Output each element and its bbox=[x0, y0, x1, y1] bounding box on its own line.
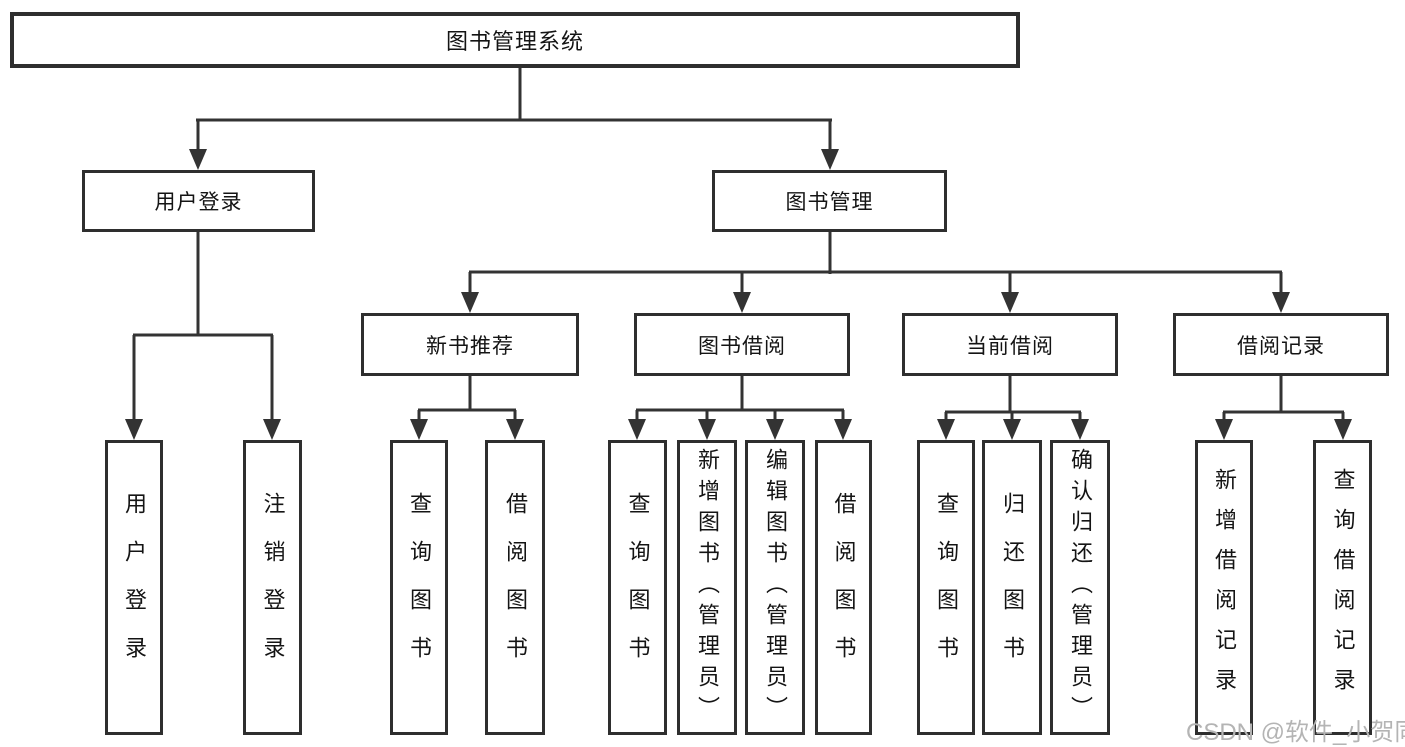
leaf-label: 归还图书 bbox=[1000, 491, 1025, 684]
leaf-logout-login: 注销登录 bbox=[243, 440, 302, 735]
leaf-label: 查询图书 bbox=[934, 491, 959, 684]
arrow-down bbox=[461, 292, 479, 313]
node-label: 图书借阅 bbox=[698, 334, 786, 358]
connectors-current-branch bbox=[937, 376, 1089, 440]
leaf-user-login: 用户登录 bbox=[105, 440, 163, 735]
leaf-query-books-borrow: 查询图书 bbox=[608, 440, 667, 735]
connectors-login-branch bbox=[125, 232, 281, 440]
leaf-label: 新增借阅记录 bbox=[1212, 467, 1237, 708]
arrow-down bbox=[263, 419, 281, 440]
arrow-down bbox=[821, 149, 839, 170]
node-library-management-system: 图书管理系统 bbox=[10, 12, 1020, 68]
arrow-down bbox=[189, 149, 207, 170]
node-current-borrow: 当前借阅 bbox=[902, 313, 1118, 376]
leaf-query-books-current: 查询图书 bbox=[917, 440, 975, 735]
arrow-down bbox=[506, 419, 524, 440]
connectors-management-to-level3 bbox=[461, 232, 1290, 313]
leaf-edit-book-admin: 编辑图书（管理员） bbox=[745, 440, 805, 735]
leaf-label: 注销登录 bbox=[260, 491, 286, 684]
arrow-down bbox=[1215, 419, 1233, 440]
node-user-login: 用户登录 bbox=[82, 170, 315, 232]
node-label: 图书管理 bbox=[785, 191, 874, 214]
node-label: 用户登录 bbox=[154, 191, 243, 214]
watermark: CSDN @软件_小贺同学 bbox=[1186, 719, 1405, 746]
leaf-label: 借阅图书 bbox=[503, 491, 528, 684]
arrow-down bbox=[1001, 292, 1019, 313]
connectors-records-branch bbox=[1215, 376, 1352, 440]
arrow-down bbox=[733, 292, 751, 313]
leaf-label: 查询图书 bbox=[625, 491, 651, 684]
arrow-down bbox=[125, 419, 143, 440]
leaf-label: 查询借阅记录 bbox=[1330, 467, 1356, 708]
arrow-down bbox=[628, 419, 646, 440]
leaf-borrow-books-recommend: 借阅图书 bbox=[485, 440, 545, 735]
leaf-label: 查询图书 bbox=[407, 491, 432, 684]
arrow-down bbox=[1272, 292, 1290, 313]
leaf-label: 编辑图书（管理员） bbox=[763, 448, 788, 727]
arrow-down bbox=[766, 419, 784, 440]
connectors-root-to-level2 bbox=[189, 68, 839, 170]
leaf-label: 借阅图书 bbox=[831, 491, 857, 684]
node-new-book-recommend: 新书推荐 bbox=[361, 313, 579, 376]
node-label: 图书管理系统 bbox=[445, 29, 584, 54]
leaf-query-books-recommend: 查询图书 bbox=[390, 440, 448, 735]
node-borrow-records: 借阅记录 bbox=[1173, 313, 1389, 376]
arrow-down bbox=[1003, 419, 1021, 440]
arrow-down bbox=[1071, 419, 1089, 440]
arrow-down bbox=[834, 419, 852, 440]
leaf-label: 确认归还（管理员） bbox=[1068, 448, 1093, 727]
connectors-borrow-branch bbox=[628, 376, 852, 440]
node-book-management: 图书管理 bbox=[712, 170, 947, 232]
arrow-down bbox=[937, 419, 955, 440]
leaf-add-book-admin: 新增图书（管理员） bbox=[677, 440, 737, 735]
node-book-borrow: 图书借阅 bbox=[634, 313, 850, 376]
arrow-down bbox=[698, 419, 716, 440]
leaf-query-borrow-record: 查询借阅记录 bbox=[1313, 440, 1372, 735]
leaf-add-borrow-record: 新增借阅记录 bbox=[1195, 440, 1253, 735]
node-label: 借阅记录 bbox=[1237, 334, 1325, 358]
leaf-borrow-books-borrow: 借阅图书 bbox=[815, 440, 872, 735]
leaf-label: 新增图书（管理员） bbox=[695, 448, 720, 727]
arrow-down bbox=[1334, 419, 1352, 440]
leaf-confirm-return-admin: 确认归还（管理员） bbox=[1050, 440, 1110, 735]
connectors-recommend-branch bbox=[410, 376, 524, 440]
node-label: 当前借阅 bbox=[966, 334, 1054, 358]
node-label: 新书推荐 bbox=[426, 334, 514, 358]
leaf-return-books: 归还图书 bbox=[982, 440, 1042, 735]
leaf-label: 用户登录 bbox=[122, 491, 147, 684]
arrow-down bbox=[410, 419, 428, 440]
